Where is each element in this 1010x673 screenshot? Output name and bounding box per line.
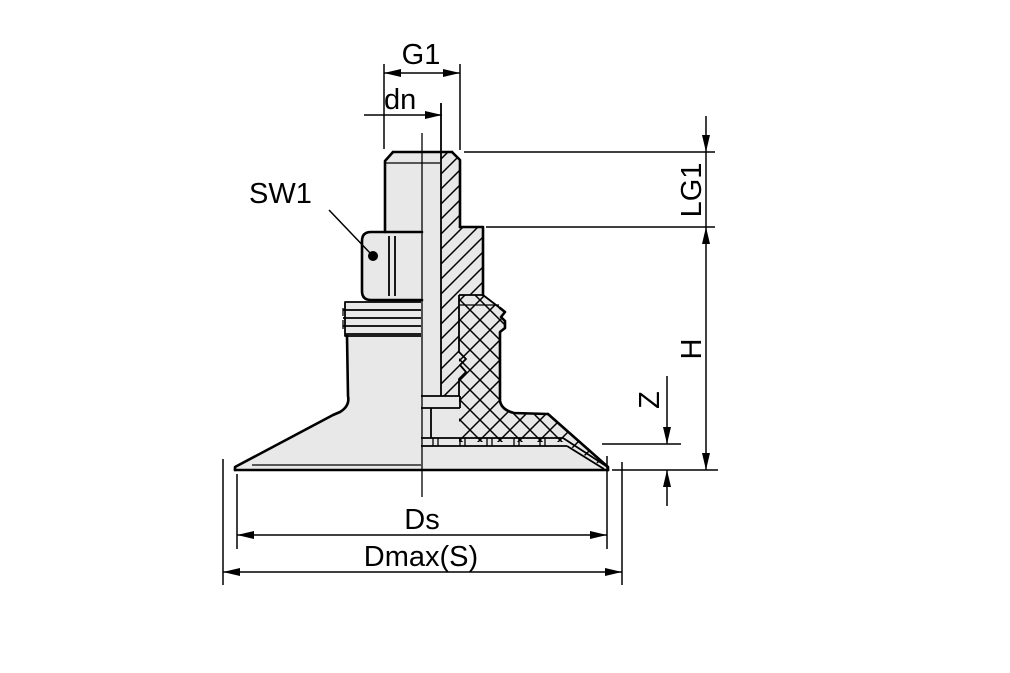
h-label: H <box>676 339 708 360</box>
g1-extension-lines <box>383 64 461 150</box>
dmax-label: Dmax(S) <box>364 541 478 573</box>
cleat-tick <box>459 438 466 446</box>
lg1-arrow-top <box>702 135 710 152</box>
fitting-bottom-flange <box>421 395 461 409</box>
z-arrow-top <box>663 427 671 444</box>
dmax-extension-lines <box>222 459 623 585</box>
cleat-tick <box>432 438 439 446</box>
stud-right-edge <box>450 150 462 229</box>
outside-view-left-half <box>235 152 422 470</box>
dmax-arrow-right <box>605 568 622 576</box>
dn-arrow <box>425 111 442 119</box>
dimension-g1: G1 <box>383 39 461 150</box>
seal-sleeve-outer-edge <box>498 306 550 416</box>
dimensions: G1 dn SW1 LG1 H Z <box>222 39 718 585</box>
sw1-leader-dot <box>368 251 378 261</box>
cleat-tick <box>486 438 493 446</box>
dimension-lg1-h-z: LG1 H Z <box>464 116 718 506</box>
stud-left-edge <box>383 150 395 234</box>
cleat-tick-marks <box>432 438 546 446</box>
h-arrow-bottom <box>702 453 710 470</box>
hex-nut-facet-lines <box>388 236 396 296</box>
z-arrow-bottom <box>663 470 671 487</box>
g1-label: G1 <box>402 39 441 71</box>
ds-extension-lines <box>236 456 608 549</box>
callout-sw1: SW1 <box>249 178 378 261</box>
dimension-ds: Ds <box>236 456 608 549</box>
dimension-dmax: Dmax(S) <box>222 459 623 585</box>
ds-arrow-right <box>590 531 607 539</box>
lg1-label: LG1 <box>676 163 708 218</box>
sw1-leader-line <box>328 209 372 255</box>
h-arrow-top <box>702 227 710 244</box>
sealing-lip-edges-right <box>562 437 607 470</box>
ds-arrow-left <box>237 531 254 539</box>
fitting-stem-barb-edge <box>458 295 467 396</box>
fitting-metal-section-hatch <box>441 152 483 396</box>
g1-arrow-right <box>443 69 460 77</box>
z-label: Z <box>634 391 666 409</box>
part-outlines <box>233 103 610 497</box>
ds-label: Ds <box>404 504 439 536</box>
rubber-seal-section-crosshatch <box>459 295 608 468</box>
neck-and-cup-left-edge <box>233 334 350 472</box>
dn-label: dn <box>384 84 416 116</box>
section-hatching <box>441 152 608 468</box>
dimension-dn: dn <box>364 84 442 119</box>
ribbed-collar-outline <box>344 301 421 337</box>
hex-nut-outline <box>360 230 424 302</box>
fitting-body-step <box>458 225 485 297</box>
ribbed-collar-ridges <box>342 308 421 335</box>
dmax-arrow-left <box>223 568 240 576</box>
seal-collar-chamfer <box>482 294 501 309</box>
cleat-tick <box>513 438 520 446</box>
g1-arrow-left <box>384 69 401 77</box>
cleat-tick <box>539 438 546 446</box>
sw1-label: SW1 <box>249 178 312 210</box>
